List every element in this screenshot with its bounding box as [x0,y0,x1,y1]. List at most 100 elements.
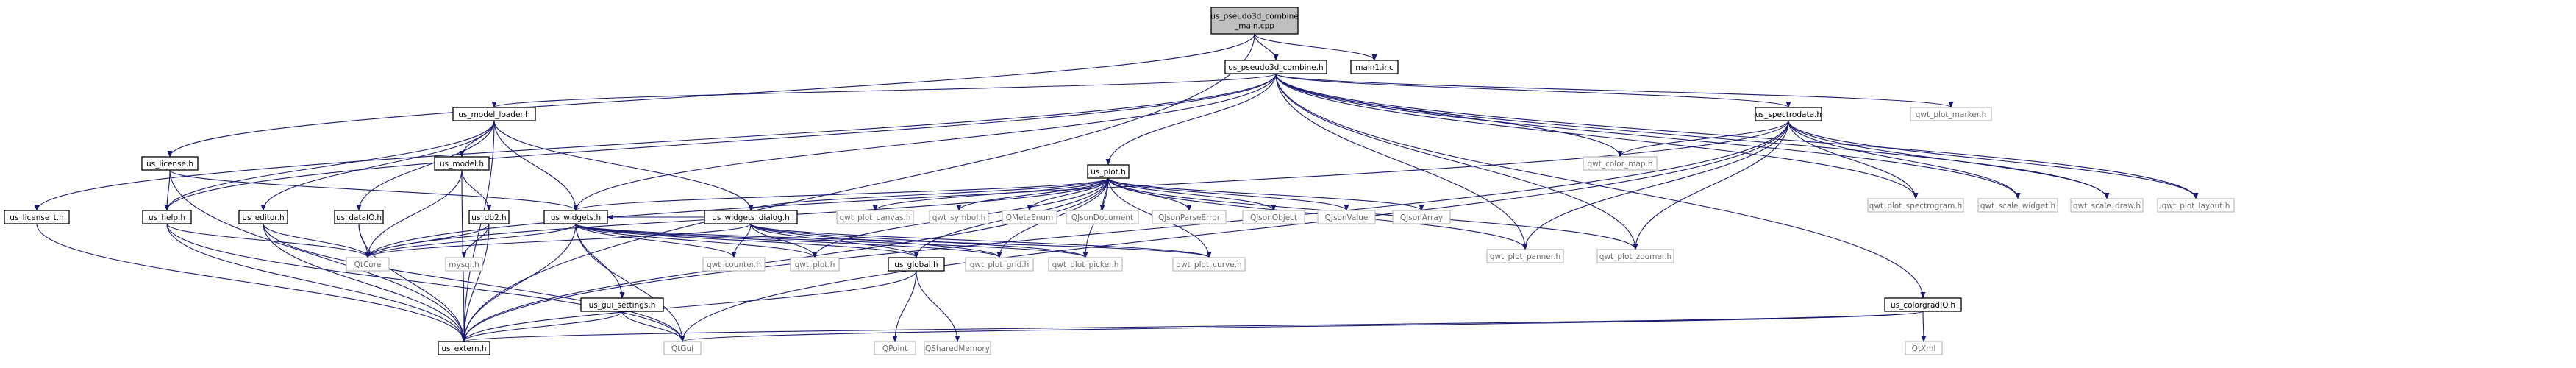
node-label-us_widgets: us_widgets.h [551,213,601,222]
node-us_license[interactable]: us_license.h [141,156,199,171]
node-us_colorgradIO[interactable]: us_colorgradIO.h [1884,297,1962,312]
node-root[interactable]: us_pseudo3d_combine_main.cpp [1210,7,1299,35]
node-us_widgets[interactable]: us_widgets.h [543,210,608,224]
node-box-qwt_plot_zoomer [1596,249,1674,263]
edge-root-to-combine_h [1254,33,1279,61]
node-box-us_editor[interactable] [238,210,288,224]
node-combine_h[interactable]: us_pseudo3d_combine.h [1224,60,1327,74]
edge-us_plot-to-qwt_plot_panner [1107,177,1528,250]
node-label-qwt_plot_picker: qwt_plot_picker.h [1052,261,1119,269]
node-box-combine_h[interactable] [1224,60,1327,74]
node-us_extern[interactable]: us_extern.h [438,341,490,355]
node-box-us_widgets_dialog[interactable] [704,210,798,224]
edge-model_loader-to-us_widgets_dialog [493,120,754,211]
node-QJsonDocument: QJsonDocument [1066,210,1139,224]
edge-spectrodata-to-qwt_plot_zoomer [1633,120,1789,250]
node-mysql: mysql.h [445,257,483,272]
edge-us_colorgradIO-to-us_extern [462,311,1924,342]
node-box-QMetaEnum [1002,210,1057,224]
edge-combine_h-to-qwt_plot_layout [1275,73,2199,199]
node-us_db2[interactable]: us_db2.h [468,210,510,224]
node-us_license_t[interactable]: us_license_t.h [4,210,70,224]
node-QSharedMemory: QSharedMemory [924,341,991,355]
node-label-qwt_plot: qwt_plot.h [795,261,835,269]
node-label-QSharedMemory: QSharedMemory [925,344,990,353]
node-box-QtCore [346,257,390,272]
node-spectrodata[interactable]: us_spectrodata.h [1755,107,1822,121]
node-box-spectrodata[interactable] [1755,107,1822,121]
node-box-qwt_plot_curve [1172,257,1246,272]
node-box-root[interactable] [1210,7,1299,35]
node-model_loader[interactable]: us_model_loader.h [452,107,536,121]
node-main1_inc[interactable]: main1.inc [1350,60,1399,74]
node-us_dataIO[interactable]: us_dataIO.h [334,210,384,224]
edge-combine_h-to-qwt_scale_widget [1275,73,2021,199]
node-label-root: us_pseudo3d_combine [1210,13,1298,21]
edge-spectrodata-to-qwt_scale_draw [1788,120,2110,199]
edge-us_license-to-us_widgets [169,169,579,211]
edge-root-to-us_extern [461,33,1255,342]
node-label-us_extern: us_extern.h [441,344,486,353]
node-box-main1_inc[interactable] [1350,60,1399,74]
node-label-QJsonParseError: QJsonParseError [1158,213,1221,222]
node-us_help[interactable]: us_help.h [142,210,192,224]
edge-model_loader-to-us_widgets [493,120,579,211]
node-box-us_plot[interactable] [1087,164,1130,179]
node-us_plot[interactable]: us_plot.h [1087,164,1130,179]
edge-us_editor-to-QtCore [263,223,371,258]
node-label-us_global: us_global.h [894,261,938,269]
node-box-us_help[interactable] [142,210,192,224]
node-box-us_extern[interactable] [438,341,490,355]
node-qwt_counter: qwt_counter.h [702,257,766,272]
edge-us_plot-to-qwt_plot_canvas [872,177,1109,211]
node-us_model[interactable]: us_model.h [434,156,490,171]
node-label-qwt_plot_zoomer: qwt_plot_zoomer.h [1599,252,1671,261]
node-QtXml: QtXml [1905,341,1943,355]
node-box-us_model[interactable] [434,156,490,171]
node-QJsonArray: QJsonArray [1392,210,1451,224]
edge-spectrodata-to-qwt_plot_spectrogram [1788,120,1919,199]
node-label-QJsonArray: QJsonArray [1400,213,1443,222]
edge-us_plot-to-QJsonArray [1107,177,1424,211]
edge-us_global-to-QSharedMemory [916,270,960,342]
node-label-us_widgets_dialog: us_widgets_dialog.h [712,213,790,222]
edge-us_db2-to-QtCore [365,223,490,258]
node-box-us_license_t[interactable] [4,210,70,224]
edge-combine_h-to-us_license_t [34,73,1277,211]
node-QJsonValue: QJsonValue [1317,210,1376,224]
node-box-us_license[interactable] [141,156,199,171]
node-box-us_colorgradIO[interactable] [1884,297,1962,312]
node-box-us_db2[interactable] [468,210,510,224]
node-box-qwt_counter [702,257,766,272]
edge-us_widgets-to-us_gui_settings [575,223,625,299]
edge-us_gui_settings-to-QtGui [621,311,685,342]
node-us_gui_settings[interactable]: us_gui_settings.h [580,297,664,312]
edge-us_colorgradIO-to-QtGui [680,311,1924,342]
edge-us_model-to-QtCore [365,169,463,258]
node-label-QJsonDocument: QJsonDocument [1071,213,1133,222]
node-qwt_plot_spectrogram: qwt_plot_spectrogram.h [1867,198,1964,213]
node-box-us_global[interactable] [888,257,945,272]
node-us_global[interactable]: us_global.h [888,257,945,272]
node-box-us_widgets[interactable] [543,210,608,224]
node-box-qwt_plot_grid [965,257,1034,272]
node-qwt_plot_marker: qwt_plot_marker.h [1910,107,1992,121]
edge-us_colorgradIO-to-QtXml [1921,311,1927,342]
node-label-main1_inc: main1.inc [1355,63,1394,72]
node-box-model_loader[interactable] [452,107,536,121]
edge-spectrodata-to-qwt_plot_layout [1788,120,2199,199]
edge-us_model-to-us_db2 [461,169,492,211]
edge-us_widgets-to-QtGui [575,223,685,342]
node-us_editor[interactable]: us_editor.h [238,210,288,224]
node-label-qwt_plot_curve: qwt_plot_curve.h [1176,261,1241,269]
node-label-us_license_t: us_license_t.h [10,213,63,222]
node-label-us_colorgradIO: us_colorgradIO.h [1891,301,1955,310]
node-label-us_gui_settings: us_gui_settings.h [589,301,656,310]
node-box-QPoint [874,341,916,355]
node-us_widgets_dialog[interactable]: us_widgets_dialog.h [704,210,798,224]
node-box-us_gui_settings[interactable] [580,297,664,312]
node-box-us_dataIO[interactable] [334,210,384,224]
edge-us_plot-to-us_widgets [573,177,1109,211]
node-box-qwt_plot_marker [1910,107,1992,121]
node-label-us_editor: us_editor.h [242,213,284,222]
